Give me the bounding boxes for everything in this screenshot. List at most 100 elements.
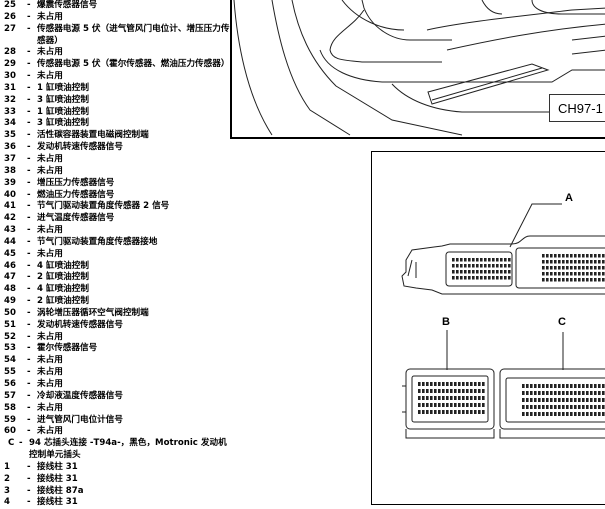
connector-pin	[594, 272, 597, 276]
connector-pin	[546, 398, 549, 402]
pin-description: 接线柱 31	[37, 461, 78, 472]
connector-pin	[500, 270, 503, 274]
separator: -	[27, 59, 31, 70]
connector-pin	[586, 398, 589, 402]
connector-pin	[550, 260, 553, 264]
pin-number: 48	[4, 284, 16, 295]
connector-pin	[446, 403, 449, 407]
connector-pin	[474, 410, 477, 414]
pin-number: 33	[4, 106, 16, 117]
pin-number: 58	[4, 402, 16, 413]
connector-pin	[542, 405, 545, 409]
connector-pin	[480, 258, 483, 262]
connector-pin	[574, 405, 577, 409]
connector-pin	[442, 396, 445, 400]
connector-pin	[476, 270, 479, 274]
connector-pin	[522, 391, 525, 395]
pin-row: 49-2 缸喷油控制	[4, 296, 232, 308]
pin-description: 未占用	[37, 402, 63, 413]
connector-pin	[438, 410, 441, 414]
pin-description: 接线柱 31	[37, 473, 78, 484]
connector-pin	[578, 272, 581, 276]
pin-number: 56	[4, 379, 16, 389]
connector-pin	[468, 264, 471, 268]
connector-pin	[574, 391, 577, 395]
connector-pin	[546, 412, 549, 416]
pin-number: 26	[4, 11, 16, 22]
pin-description: 未占用	[37, 367, 63, 378]
connector-pin	[492, 258, 495, 262]
connector-pin	[478, 382, 481, 386]
connector-pin	[478, 396, 481, 400]
connector-pin	[550, 272, 553, 276]
connector-pin	[458, 410, 461, 414]
connector-pin	[418, 382, 421, 386]
separator: -	[27, 260, 31, 271]
connector-pin	[570, 260, 573, 264]
separator: -	[27, 485, 31, 496]
pin-row: 27-传感器电源 5 伏（进气管风门电位计、增压压力传感器）	[4, 24, 232, 48]
separator: -	[27, 118, 31, 129]
pin-row: 33-1 缸喷油控制	[4, 107, 232, 119]
connector-pin	[472, 264, 475, 268]
connector-pin	[570, 272, 573, 276]
pin-description: 爆震传感器信号	[37, 0, 98, 10]
pin-row: 56-未占用	[4, 379, 232, 391]
pin-row: 38-未占用	[4, 166, 232, 178]
connector-pin	[464, 276, 467, 280]
connector-pin	[582, 405, 585, 409]
pin-number: 37	[4, 153, 16, 164]
separator: -	[27, 343, 31, 354]
connector-pin	[550, 412, 553, 416]
separator: -	[27, 248, 31, 259]
connector-pin	[430, 403, 433, 407]
pin-description: 未占用	[37, 426, 63, 437]
connector-pin	[434, 403, 437, 407]
connector-pin	[598, 405, 601, 409]
connector-pin	[602, 384, 605, 388]
pin-description: 霍尔传感器信号	[37, 343, 98, 354]
connector-pin	[566, 278, 569, 282]
connector-pin	[526, 405, 529, 409]
pin-row: 36-发动机转速传感器信号	[4, 142, 232, 154]
section-heading: C-94 芯插头连接 -T94a-，黑色，Motronic 发动机控制单元插头	[4, 438, 232, 462]
connector-pin	[590, 278, 593, 282]
connector-pin	[464, 270, 467, 274]
pin-description: 未占用	[37, 11, 63, 22]
connector-pin	[450, 396, 453, 400]
connector-pin	[462, 382, 465, 386]
connector-pin	[598, 254, 601, 258]
connector-pin	[430, 382, 433, 386]
connector-pin	[566, 260, 569, 264]
pin-row: 52-未占用	[4, 332, 232, 344]
pin-number: 47	[4, 272, 16, 283]
pin-number: 35	[4, 130, 16, 141]
connector-pin	[554, 391, 557, 395]
connector-pin	[582, 260, 585, 264]
connector-pin	[542, 266, 545, 270]
connector-pin	[446, 389, 449, 393]
pin-row: 41-节气门驱动装置角度传感器 2 信号	[4, 201, 232, 213]
connector-pin	[504, 270, 507, 274]
pin-row: 35-活性碳容器装置电磁阀控制端	[4, 130, 232, 142]
connector-pin	[426, 410, 429, 414]
pin-number: 54	[4, 355, 16, 366]
connector-pin	[418, 396, 421, 400]
connector-pin	[554, 260, 557, 264]
connector-pin	[542, 254, 545, 258]
connector-pin	[462, 403, 465, 407]
connector-pin	[442, 382, 445, 386]
pin-description: 接线柱 87a	[37, 485, 84, 496]
connector-pin	[554, 266, 557, 270]
pin-row: 1-接线柱 31	[4, 462, 232, 474]
connector-pin	[566, 405, 569, 409]
connector-pin	[526, 398, 529, 402]
connector-pin	[452, 264, 455, 268]
connector-pin	[590, 412, 593, 416]
connector-pin	[594, 398, 597, 402]
pin-description: 1 缸喷油控制	[37, 106, 89, 117]
connector-figure: A B C	[371, 151, 605, 505]
connector-pin	[458, 403, 461, 407]
pin-number: 36	[4, 142, 16, 153]
